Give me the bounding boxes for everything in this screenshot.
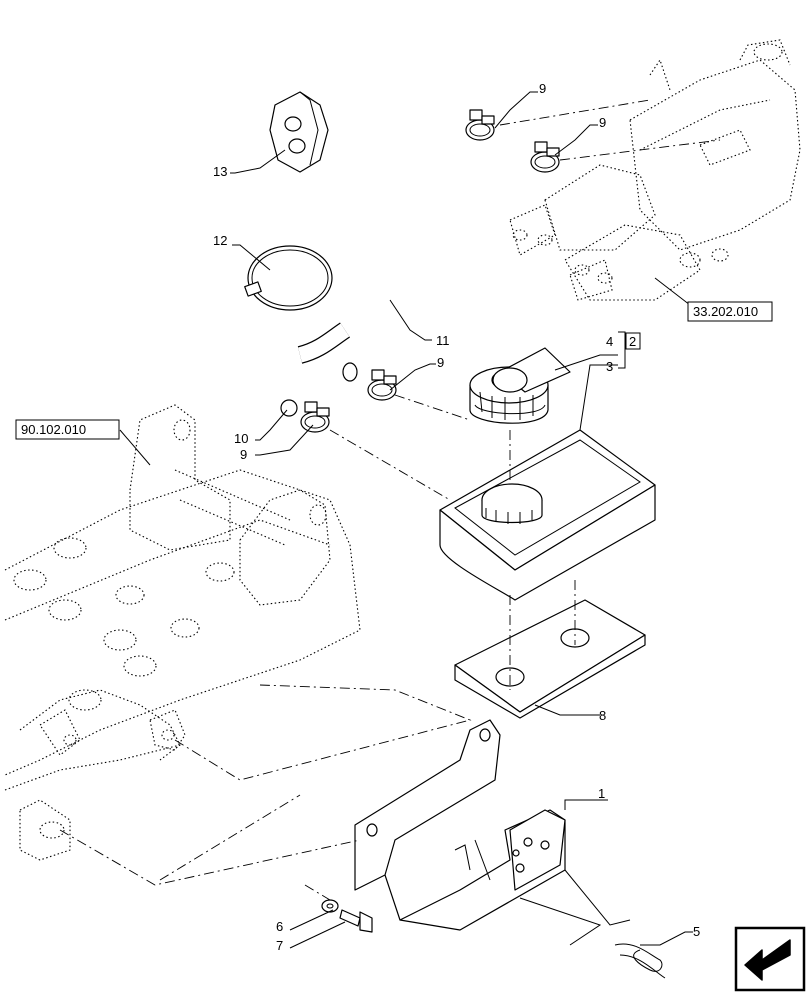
- callout-9d: 9: [240, 447, 247, 462]
- cable-tie: [244, 245, 333, 311]
- callout-4: 4: [606, 334, 613, 349]
- frame-structure: [4, 404, 361, 861]
- callout-3: 3: [606, 359, 613, 374]
- callout-9b: 9: [599, 115, 606, 130]
- callout-9a: 9: [539, 81, 546, 96]
- callout-7: 7: [276, 938, 283, 953]
- reservoir: [439, 429, 656, 601]
- hairpin-clip: [614, 943, 666, 979]
- grommet: [269, 91, 329, 173]
- callouts: 1 3 4 2 5 6 7 8 9 9 9 9 10 11 12 13: [213, 81, 700, 953]
- alignment-lines: [59, 99, 721, 901]
- callout-6: 6: [276, 919, 283, 934]
- reservoir-cap: [469, 347, 571, 424]
- callout-9c: 9: [437, 355, 444, 370]
- reference-master-cylinder-label: 33.202.010: [693, 304, 758, 319]
- callout-13: 13: [213, 164, 227, 179]
- callout-12: 12: [213, 233, 227, 248]
- mounting-plate: [454, 599, 646, 719]
- reference-master-cylinder[interactable]: 33.202.010: [687, 301, 773, 322]
- hose: [250, 124, 514, 417]
- washer: [321, 899, 339, 913]
- callout-2-box: [625, 332, 641, 350]
- callout-1: 1: [598, 786, 605, 801]
- hose-clamps: [300, 109, 560, 433]
- arrow-back-icon[interactable]: [734, 926, 806, 992]
- master-cylinders: [509, 39, 801, 301]
- bracket: [354, 719, 566, 931]
- reference-frame[interactable]: 90.102.010: [15, 419, 120, 440]
- callout-2: 2: [629, 334, 636, 349]
- reference-frame-label: 90.102.010: [21, 422, 86, 437]
- callout-5: 5: [693, 924, 700, 939]
- callout-10: 10: [234, 431, 248, 446]
- bolt: [339, 909, 373, 933]
- callout-8: 8: [599, 708, 606, 723]
- callout-11: 11: [436, 333, 450, 348]
